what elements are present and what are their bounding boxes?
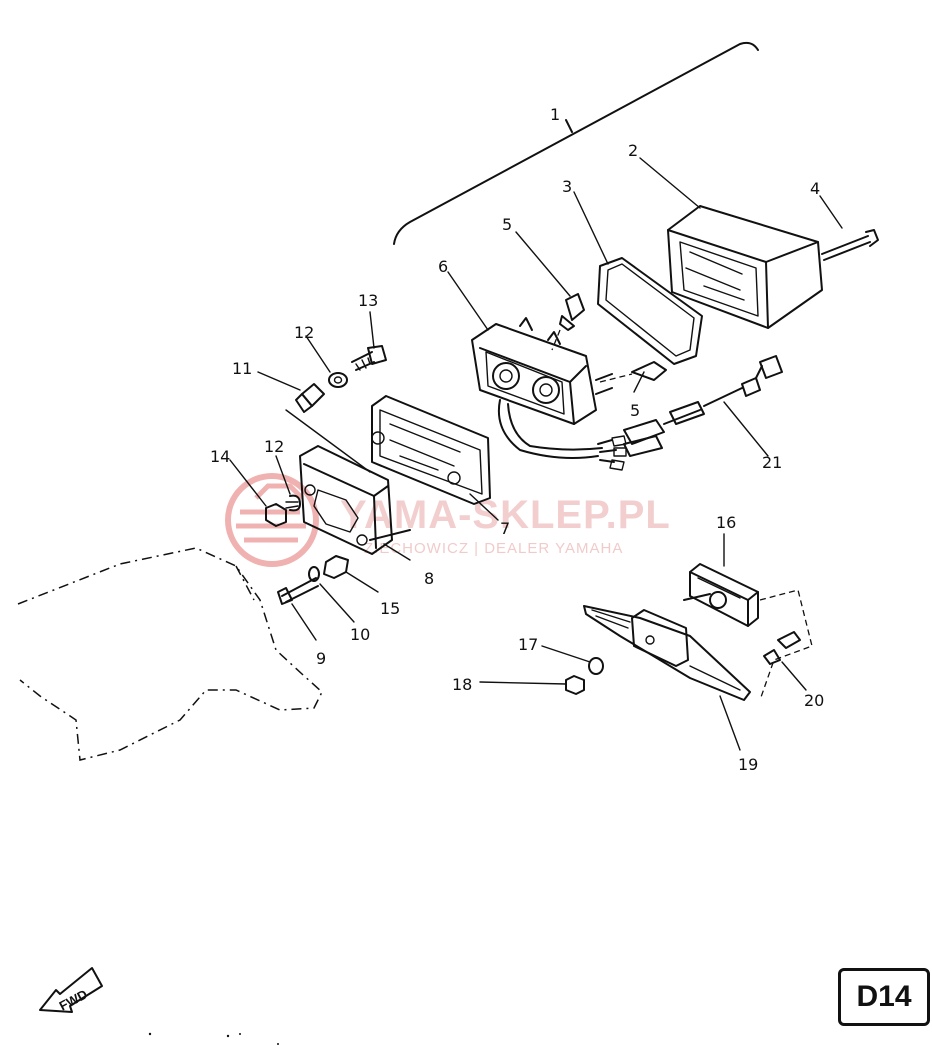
part-label-19: 19 — [738, 755, 758, 774]
wire-harness — [498, 399, 627, 471]
lens-gasket — [597, 257, 703, 365]
nut — [265, 503, 287, 527]
tail-lens — [667, 205, 823, 329]
watermark-title: YAMA-SKLEP.PL — [340, 493, 671, 537]
part-label-3: 3 — [562, 177, 572, 196]
watermark-logo — [225, 473, 319, 567]
lamp-housing — [471, 317, 613, 425]
part-label-5a: 5 — [502, 215, 512, 234]
nut-washer-set — [565, 657, 604, 695]
part-labels: 1 2 3 4 5 6 5 21 7 8 15 10 9 11 12 13 14… — [210, 105, 824, 774]
bulb-upper — [551, 293, 585, 351]
part-label-12b: 12 — [264, 437, 284, 456]
connector-lead — [623, 355, 783, 457]
part-label-12a: 12 — [294, 323, 314, 342]
assembly-bracket — [393, 41, 759, 245]
part-label-21: 21 — [762, 453, 782, 472]
base-gasket — [371, 395, 491, 505]
washer-lower — [308, 566, 320, 582]
part-label-8: 8 — [424, 569, 434, 588]
part-label-11: 11 — [232, 359, 252, 378]
part-label-5b: 5 — [630, 401, 640, 420]
bulb-lower — [599, 361, 667, 383]
forward-arrow-icon: FWD — [39, 967, 103, 1014]
part-label-6: 6 — [438, 257, 448, 276]
leader-lines — [229, 157, 843, 751]
part-label-17: 17 — [518, 635, 538, 654]
washer-upper — [328, 372, 348, 388]
bolt-upper — [351, 345, 387, 371]
part-label-9: 9 — [316, 649, 326, 668]
part-label-18: 18 — [452, 675, 472, 694]
forward-arrow-label: FWD — [57, 986, 90, 1013]
long-screw — [821, 229, 879, 261]
part-label-13: 13 — [358, 291, 378, 310]
watermark: YAMA-SKLEP.PL ZIECHOWICZ | DEALER YAMAHA — [225, 473, 671, 567]
part-label-16: 16 — [716, 513, 736, 532]
collar — [323, 555, 349, 579]
scan-specks — [148, 1032, 279, 1045]
part-label-4: 4 — [810, 179, 820, 198]
grommet — [285, 383, 371, 473]
part-label-10: 10 — [350, 625, 370, 644]
spring-washer — [285, 494, 301, 512]
vehicle-outline — [17, 547, 323, 761]
watermark-subtitle: ZIECHOWICZ | DEALER YAMAHA — [364, 540, 623, 557]
part-label-20: 20 — [804, 691, 824, 710]
page-code-badge: D14 — [838, 968, 930, 1026]
license-lamp — [683, 563, 759, 627]
part-label-7: 7 — [500, 519, 510, 538]
part-label-15: 15 — [380, 599, 400, 618]
mounting-bracket — [299, 445, 411, 555]
part-label-14: 14 — [210, 447, 230, 466]
part-label-1: 1 — [550, 105, 560, 124]
license-bracket — [583, 605, 751, 701]
bolt-lower — [277, 577, 319, 605]
screws-group — [759, 589, 813, 701]
part-label-2: 2 — [628, 141, 638, 160]
